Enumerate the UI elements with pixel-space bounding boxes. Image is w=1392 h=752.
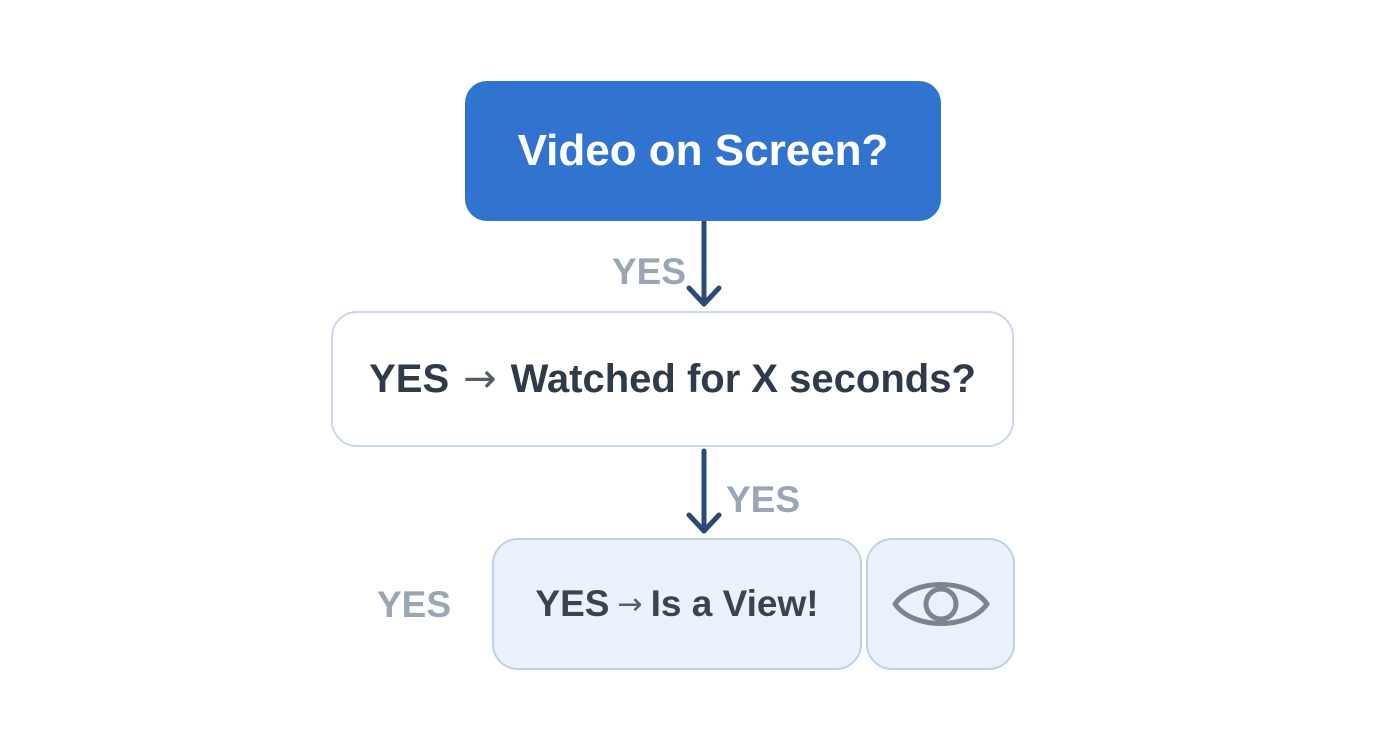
node-video-on-screen-label: Video on Screen? <box>517 126 889 175</box>
arrow-top-to-middle <box>686 219 722 307</box>
node-view-prefix: YES <box>535 583 610 624</box>
node-watched-label: Watched for X seconds? <box>510 356 976 401</box>
eye-icon-box <box>866 538 1015 670</box>
node-video-on-screen: Video on Screen? <box>465 81 941 221</box>
eye-icon <box>892 582 989 626</box>
node-is-a-view: YES → Is a View! <box>492 538 862 670</box>
edge-label-yes-middle: YES <box>726 479 801 520</box>
edge-label-yes-bottom: YES <box>377 584 452 625</box>
node-watched-for-x-seconds: YES → Watched for X seconds? <box>331 311 1014 447</box>
right-arrow-icon: → <box>617 586 643 622</box>
right-arrow-icon: → <box>463 356 497 402</box>
arrow-middle-to-bottom <box>686 448 722 534</box>
node-view-label: Is a View! <box>650 583 819 624</box>
node-watched-prefix: YES <box>369 356 450 401</box>
edge-label-yes-top: YES <box>612 251 687 292</box>
